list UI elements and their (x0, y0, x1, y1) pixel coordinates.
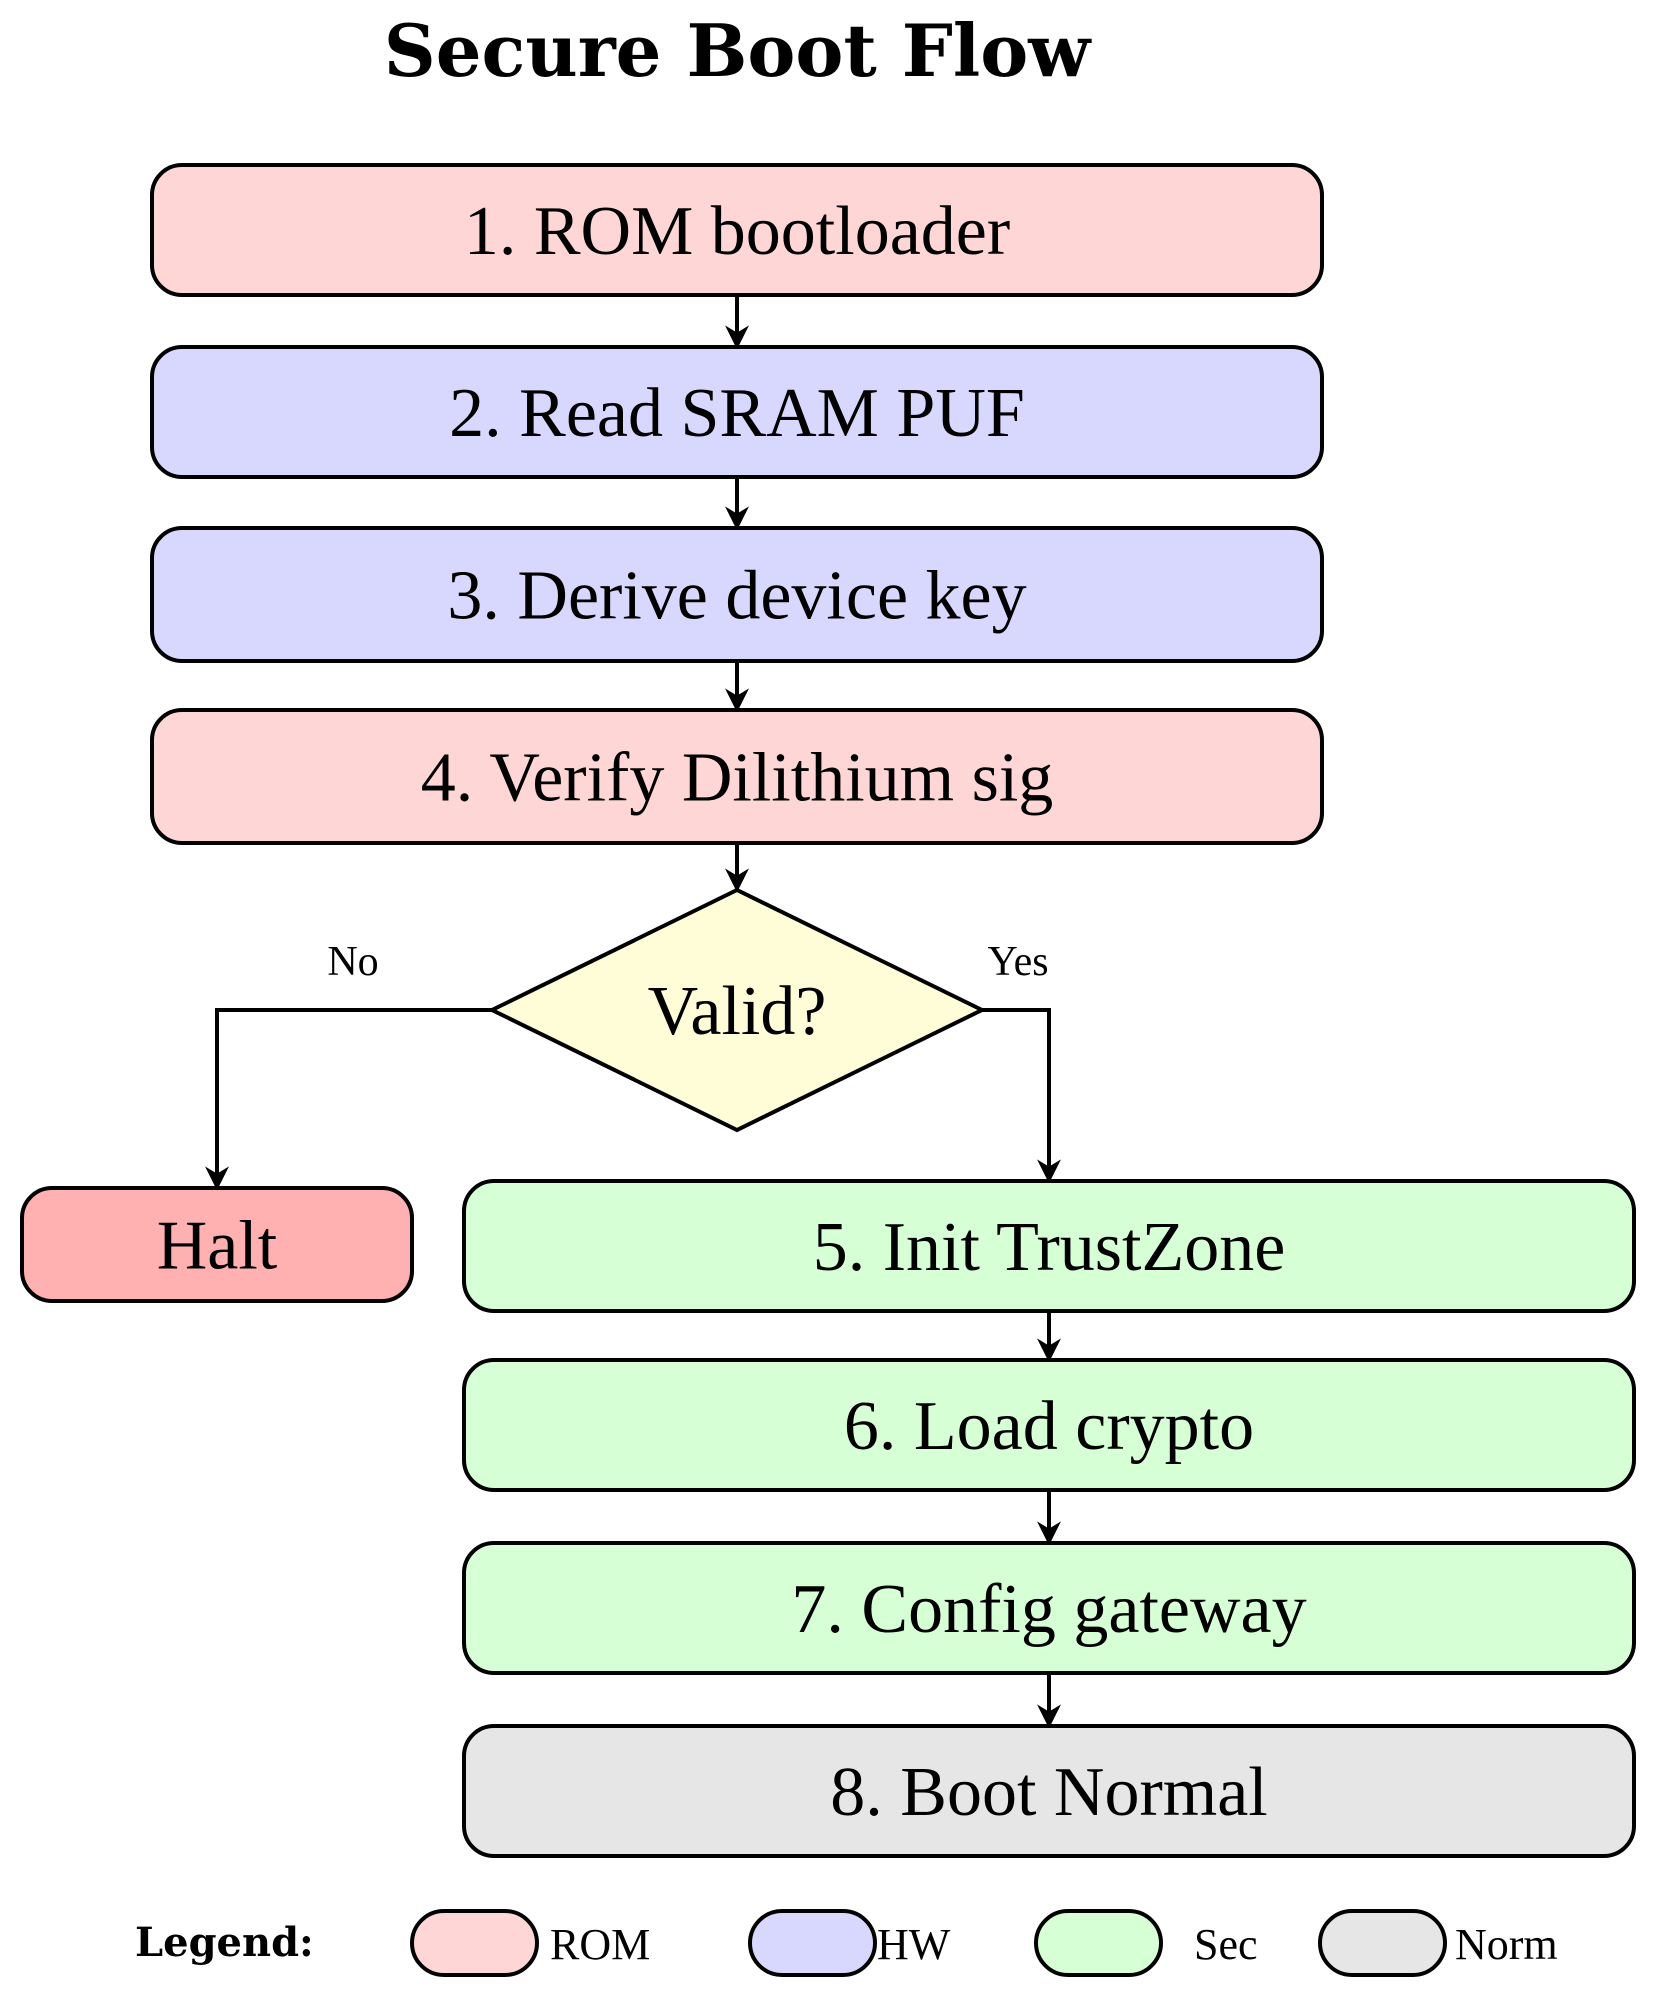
node-verify-dilithium-sig: 4. Verify Dilithium sig (150, 708, 1324, 845)
node-label-init-trustzone: 5. Init TrustZone (813, 1209, 1286, 1286)
nodes-layer: 1. ROM bootloader 2. Read SRAM PUF 3. Deri… (20, 163, 1636, 1858)
node-label-rom-bootloader: 1. ROM bootloader (464, 193, 1010, 270)
node-rom-bootloader: 1. ROM bootloader (150, 163, 1324, 297)
legend-label-hw: HW (877, 1920, 951, 1969)
node-halt: Halt (20, 1186, 414, 1303)
node-label-config-gateway: 7. Config gateway (791, 1571, 1306, 1648)
node-box-boot-normal (462, 1724, 1636, 1858)
node-label-valid-decision: Valid? (648, 973, 827, 1050)
legend-swatch-sec (1034, 1909, 1163, 1977)
node-read-sram-puf: 2. Read SRAM PUF (150, 345, 1324, 479)
legend-title: Legend: (135, 1919, 314, 1966)
legend-label-sec: Sec (1194, 1920, 1258, 1969)
edges-layer: No Yes (205, 295, 1061, 1729)
node-load-crypto: 6. Load crypto (462, 1358, 1636, 1492)
node-box-config-gateway (462, 1541, 1636, 1675)
node-diamond-valid-decision (487, 887, 987, 1133)
legend-swatch-rom (410, 1909, 539, 1977)
legend-swatch-norm (1318, 1909, 1447, 1977)
node-box-load-crypto (462, 1358, 1636, 1492)
node-box-rom-bootloader (150, 163, 1324, 297)
edge-label-no: No (327, 939, 378, 985)
diagram-title: Secure Boot Flow (384, 8, 1093, 93)
node-label-read-sram-puf: 2. Read SRAM PUF (449, 375, 1025, 452)
node-box-derive-device-key (150, 526, 1324, 663)
node-label-verify-dilithium-sig: 4. Verify Dilithium sig (421, 740, 1054, 817)
legend-label-rom: ROM (550, 1920, 650, 1969)
node-label-boot-normal: 8. Boot Normal (830, 1754, 1267, 1831)
legend-swatch-hw (748, 1909, 877, 1977)
legend-label-norm: Norm (1455, 1920, 1558, 1969)
node-label-halt: Halt (157, 1208, 278, 1285)
node-valid-decision: Valid? (487, 887, 987, 1133)
edge-label-yes: Yes (987, 939, 1048, 985)
node-box-read-sram-puf (150, 345, 1324, 479)
edge-valid-decision-to-init-trustzone (982, 1008, 1061, 1184)
node-label-derive-device-key: 3. Derive device key (447, 558, 1026, 635)
node-box-init-trustzone (462, 1179, 1636, 1313)
legend: Legend: ROM HW Sec Norm (135, 1909, 1558, 1977)
edge-valid-decision-to-halt (205, 1008, 492, 1191)
node-box-verify-dilithium-sig (150, 708, 1324, 845)
node-derive-device-key: 3. Derive device key (150, 526, 1324, 663)
node-boot-normal: 8. Boot Normal (462, 1724, 1636, 1858)
node-box-halt (20, 1186, 414, 1303)
node-label-load-crypto: 6. Load crypto (844, 1388, 1254, 1465)
node-config-gateway: 7. Config gateway (462, 1541, 1636, 1675)
node-init-trustzone: 5. Init TrustZone (462, 1179, 1636, 1313)
